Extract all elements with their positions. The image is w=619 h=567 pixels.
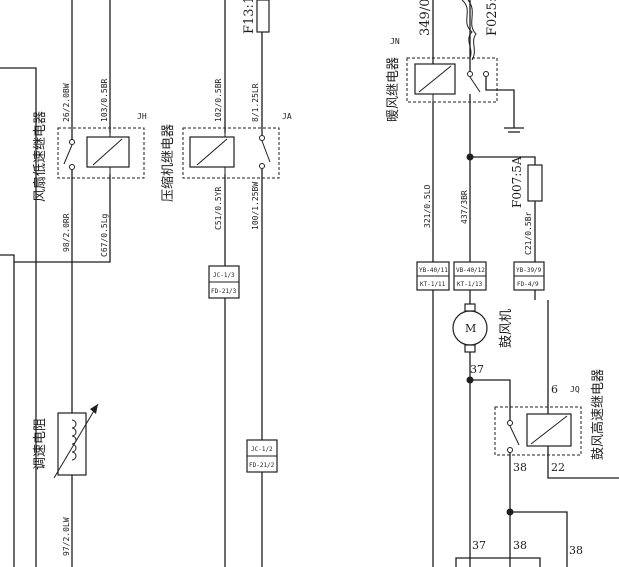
speed-resistor xyxy=(53,403,99,479)
connector-kt-1-13-text: KT-1/13 xyxy=(457,281,483,288)
wire-c51-label: C51/0.5YR xyxy=(214,186,223,230)
wire-26-label: 26/2.0BW xyxy=(62,83,71,122)
terminal-38c: 38 xyxy=(569,544,583,557)
connector-vb-40-12: VB-40/12 KT-1/13 xyxy=(453,261,487,291)
connector-fd-21-3-text: FD-21/3 xyxy=(211,288,237,295)
wire-321-label: 321/0.5LO xyxy=(423,184,432,228)
blower-relay-label: 暖风继电器 xyxy=(386,57,401,122)
bottom-connector-bracket xyxy=(455,557,541,567)
terminal-22: 22 xyxy=(551,461,565,474)
compressor-relay-label: 压缩机继电器 xyxy=(160,124,176,202)
blower-motor: M xyxy=(452,303,488,353)
blower-relay-id: JN xyxy=(390,37,400,46)
wire-98-label: 98/2.0RR xyxy=(62,213,71,252)
wire-102-label: 102/0.5BR xyxy=(214,78,223,122)
blower-high-relay xyxy=(466,300,619,567)
connector-fd-4-9-text: FD-4/9 xyxy=(517,281,539,288)
terminal-37b: 37 xyxy=(472,539,486,552)
motor-symbol: M xyxy=(465,322,476,335)
wire-97-label: 97/2.0LW xyxy=(62,517,71,556)
wire-103-label: 103/0.5BR xyxy=(100,78,109,122)
connector-jc-1-2-text: JC-1/2 xyxy=(251,446,273,453)
connector-jc-1-3: JC-1/3 FD-21/3 xyxy=(208,265,240,299)
f007-label: F007:5A xyxy=(510,156,524,208)
connector-yb-40-11: YB-40/11 KT-1/11 xyxy=(416,261,450,291)
connector-yb-39-9-text: YB-39/9 xyxy=(516,267,542,274)
f13-label: F13:1 xyxy=(242,0,257,34)
top-wire-349-label: 349/0 xyxy=(418,0,433,36)
wire-c21-label: C21/0.5Br xyxy=(524,211,533,255)
wire-437-label: 437/3BR xyxy=(460,190,469,224)
compressor-relay xyxy=(182,0,280,567)
wire-100-label: 100/1.25BW xyxy=(251,182,260,230)
connector-jc-1-2: JC-1/2 FD-21/2 xyxy=(246,439,278,473)
f025-label: F025:4 xyxy=(485,0,500,36)
terminal-37a: 37 xyxy=(470,363,484,376)
blower-high-relay-id: JQ xyxy=(570,385,580,394)
terminal-6: 6 xyxy=(551,383,558,396)
connector-vb-40-12-text: VB-40/12 xyxy=(456,267,485,274)
connector-fd-21-2-text: FD-21/2 xyxy=(249,462,275,469)
wire-c67-label: C67/0.5Lg xyxy=(100,213,109,257)
compressor-relay-id: JA xyxy=(282,112,292,121)
terminal-38a: 38 xyxy=(513,461,527,474)
connector-yb-39-9: YB-39/9 FD-4/9 xyxy=(513,261,545,291)
fan-low-relay-id: JH xyxy=(137,112,147,121)
connector-kt-1-11-text: KT-1/11 xyxy=(420,281,446,288)
connector-jc-1-3-text: JC-1/3 xyxy=(213,272,235,279)
wire-8-label: 8/1.25LR xyxy=(251,83,260,122)
fan-low-relay xyxy=(14,0,145,567)
blower-high-relay-label: 鼓风高速继电器 xyxy=(590,369,606,460)
speed-resistor-label: 调速电阻 xyxy=(33,418,48,470)
connector-yb-40-11-text: YB-40/11 xyxy=(419,267,448,274)
fan-low-relay-label: 风扇低速继电器 xyxy=(32,111,48,202)
blower-motor-label: 鼓风机 xyxy=(499,309,514,348)
terminal-38b: 38 xyxy=(513,539,527,552)
left-frame-lines xyxy=(0,67,37,567)
